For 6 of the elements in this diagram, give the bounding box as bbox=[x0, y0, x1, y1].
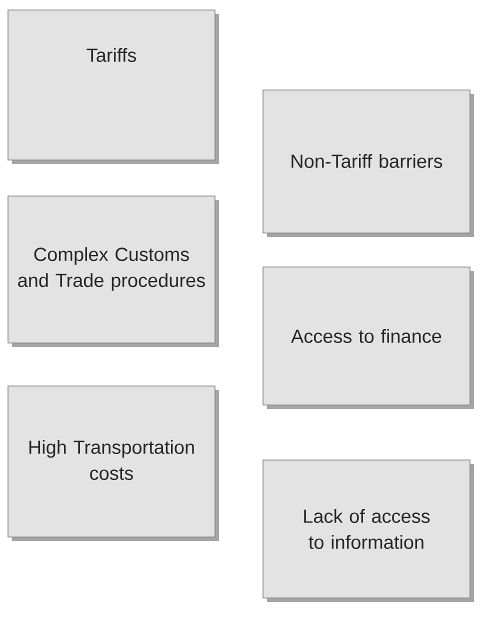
text-box: Lack of access to information bbox=[262, 460, 474, 602]
text-box: Non-Tariff barriers bbox=[262, 90, 474, 237]
text-box: High Transportation costs bbox=[8, 386, 219, 541]
text-box: Complex Customs and Trade procedures bbox=[8, 196, 219, 347]
text-box: Access to finance bbox=[262, 266, 474, 409]
text-box: Tariffs bbox=[8, 10, 219, 164]
